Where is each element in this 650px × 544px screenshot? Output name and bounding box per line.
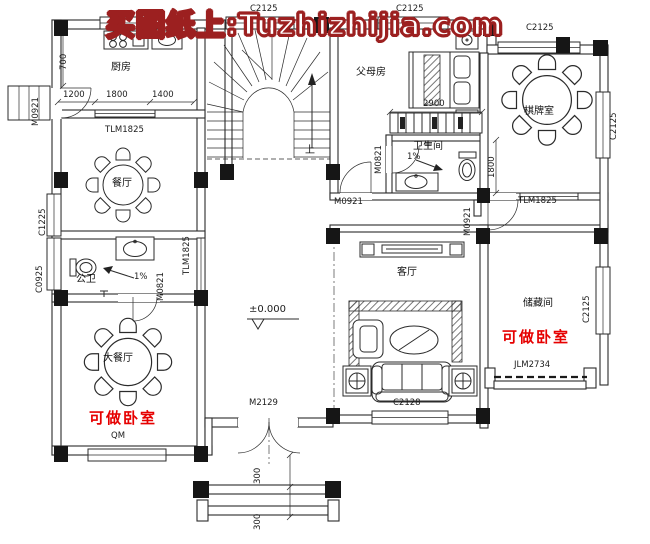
window-c1225 xyxy=(46,193,62,237)
walls-layer xyxy=(51,19,609,522)
window-stair-top xyxy=(225,16,295,30)
doors-layer xyxy=(60,87,519,454)
speaker-left xyxy=(342,365,372,397)
kitchen-counter xyxy=(103,30,183,50)
door-tlm1825-kitchen xyxy=(94,109,156,118)
door-m0821-bath xyxy=(391,145,420,174)
window-c2128 xyxy=(371,410,449,425)
window-kitchen-top xyxy=(99,16,163,30)
door-m0921-chess xyxy=(487,199,519,231)
watermark: 买图纸上:Tuzhizhijia.com xyxy=(105,7,504,44)
feature-wall-top xyxy=(348,300,462,312)
stair-up-arrow xyxy=(308,73,316,148)
parents-wardrobe xyxy=(389,112,483,134)
armchair xyxy=(352,319,384,359)
window-parents-top xyxy=(377,16,449,30)
windows-layer xyxy=(7,16,611,462)
chess-table xyxy=(502,55,592,145)
door-m0821-powder xyxy=(132,296,158,322)
staircase xyxy=(206,29,330,160)
window-c2125-right-bottom xyxy=(595,266,611,335)
door-m2129-entrance xyxy=(237,418,301,454)
furniture-layer xyxy=(69,30,592,406)
elevation-marker xyxy=(247,318,299,330)
window-c2125-right-top xyxy=(595,91,611,159)
coffee-table xyxy=(389,325,439,355)
bathroom-fixtures xyxy=(395,141,477,192)
door-m0921-kitchen xyxy=(60,87,92,119)
door-m0921-vestibule xyxy=(339,161,372,194)
sofa xyxy=(371,361,453,403)
big-dining-table xyxy=(84,318,171,405)
columns-layer xyxy=(54,17,608,498)
door-tlm1825-chess xyxy=(519,192,579,201)
speaker-right xyxy=(448,365,478,397)
dining-table xyxy=(86,148,160,222)
window-qm-bay xyxy=(87,448,167,462)
powder-room-fixtures xyxy=(69,236,155,297)
door-tlm1825-hall xyxy=(196,237,206,294)
window-c0925 xyxy=(46,237,62,291)
living-room-furniture xyxy=(342,241,478,403)
feature-wall-right xyxy=(451,300,463,363)
louver-side-steps xyxy=(7,85,51,121)
